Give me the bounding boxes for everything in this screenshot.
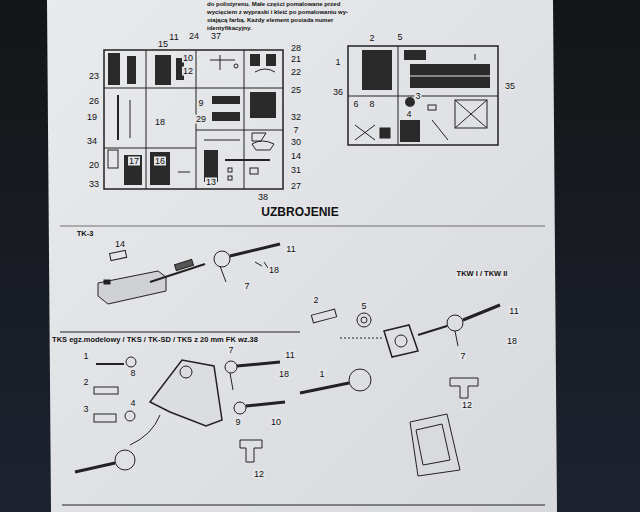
callout-number: 7 — [459, 352, 466, 361]
callout-number: 11 — [285, 245, 296, 254]
callout-number: 3 — [414, 92, 421, 101]
paper-sheet — [47, 0, 557, 512]
callout-number: 1 — [318, 370, 325, 379]
callout-number: 11 — [284, 351, 295, 360]
callout-number: 19 — [86, 113, 98, 122]
callout-number: 17 — [128, 157, 140, 166]
callout-number: 13 — [205, 178, 217, 187]
callout-number: 7 — [292, 126, 299, 135]
callout-number: 36 — [332, 88, 344, 97]
callout-number: 30 — [290, 138, 302, 147]
mount-part — [384, 325, 418, 357]
callout-number: 12 — [182, 67, 194, 76]
callout-number: 4 — [129, 399, 136, 408]
callout-number: 16 — [154, 157, 166, 166]
callout-number: 29 — [195, 115, 207, 124]
callout-number: 18 — [154, 118, 166, 127]
callout-number: 2 — [82, 378, 89, 387]
sprue-parts — [362, 50, 490, 142]
title: UZBROJENIE — [259, 206, 340, 218]
callout-number: 28 — [290, 44, 302, 53]
callout-number: 1 — [334, 58, 341, 67]
callout-number: 18 — [278, 370, 290, 379]
hull-part — [98, 271, 166, 304]
callout-number: 10 — [182, 54, 194, 63]
callout-number: 8 — [368, 100, 375, 109]
callout-number: 11 — [168, 33, 179, 42]
callout-number: 10 — [270, 418, 282, 427]
callout-number: 18 — [506, 337, 518, 346]
callout-number: 14 — [290, 152, 302, 161]
callout-number: 6 — [352, 100, 359, 109]
callout-number: 5 — [396, 33, 403, 42]
callout-number: 8 — [129, 369, 136, 378]
header-note: wycięciem z wypraski i kleić po pomalowa… — [206, 9, 349, 15]
callout-number: 20 — [88, 161, 100, 170]
callout-number: 18 — [268, 266, 280, 275]
callout-number: 26 — [88, 97, 100, 106]
callout-number: 34 — [86, 137, 98, 146]
callout-number: 12 — [253, 470, 265, 479]
header-note: stającą farbą. Każdy element posiada num… — [206, 17, 334, 23]
callout-number: 27 — [290, 182, 302, 191]
sprue-frame — [348, 46, 498, 145]
callout-number: 33 — [88, 180, 100, 189]
callout-number: 21 — [290, 55, 302, 64]
callout-number: 9 — [234, 418, 241, 427]
callout-number: 4 — [405, 110, 412, 119]
sprue-frame — [104, 50, 283, 189]
callout-number: 23 — [88, 72, 100, 81]
mount-part — [150, 360, 222, 426]
callout-number: 12 — [461, 401, 473, 410]
callout-number: 1 — [82, 352, 89, 361]
sprue-parts — [108, 53, 276, 185]
section-heading: TKS egz.modelowy / TKS / TK-SD / TKS z 2… — [51, 336, 259, 344]
callout-number: 15 — [157, 40, 169, 49]
callout-number: 37 — [210, 32, 222, 41]
callout-number: 32 — [290, 113, 302, 122]
callout-number: 2 — [312, 296, 319, 305]
callout-number: 7 — [227, 346, 234, 355]
header-note: do polistyrenu. Małe części pomalowane p… — [206, 1, 341, 7]
callout-number: 24 — [188, 32, 200, 41]
callout-number: 3 — [82, 405, 89, 414]
callout-number: 22 — [290, 68, 302, 77]
callout-number: 5 — [360, 302, 367, 311]
callout-number: 9 — [197, 99, 204, 108]
section-heading: TKW I / TKW II — [456, 270, 509, 278]
section-heading: TK-3 — [76, 230, 95, 238]
callout-number: 31 — [290, 166, 302, 175]
header-note: identyfikacyjny. — [206, 25, 253, 31]
callout-number: 7 — [243, 282, 250, 291]
callout-number: 38 — [257, 193, 269, 202]
callout-number: 25 — [290, 86, 302, 95]
callout-number: 35 — [504, 82, 516, 91]
callout-number: 2 — [368, 34, 375, 43]
callout-number: 14 — [114, 240, 126, 249]
callout-number: 11 — [508, 307, 519, 316]
